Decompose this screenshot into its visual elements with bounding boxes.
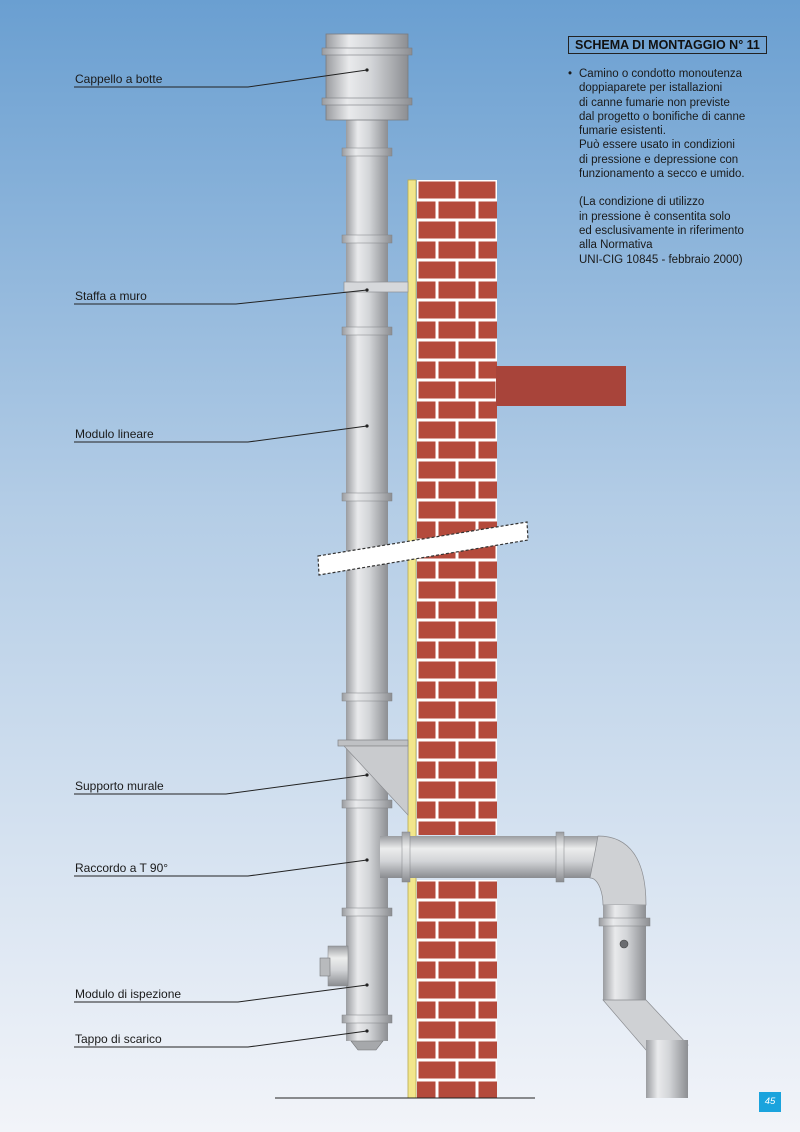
leader-lines — [74, 69, 368, 1048]
label-modulo-lineare: Modulo lineare — [75, 427, 154, 441]
leader-dots — [365, 68, 369, 1033]
label-staffa: Staffa a muro — [75, 289, 147, 303]
label-raccordo: Raccordo a T 90° — [75, 861, 169, 875]
note-line: in pressione è consentita solo — [579, 210, 731, 223]
desc-line: doppiaparete per istallazioni — [579, 82, 723, 95]
inspection-module — [319, 945, 349, 987]
wall-section-break — [317, 521, 529, 576]
label-tappo: Tappo di scarico — [75, 1032, 162, 1046]
note-line: (La condizione di utilizzo — [579, 196, 705, 209]
desc-line: funzionamento a secco e umido. — [579, 168, 745, 181]
wall-bracket — [343, 281, 409, 293]
desc-line: Camino o condotto monoutenza — [579, 68, 743, 80]
insulation-layer — [407, 179, 417, 1099]
wall-support — [337, 739, 409, 816]
note-line: UNI-CIG 10845 - febbraio 2000) — [579, 253, 743, 266]
page-number: 45 — [759, 1092, 781, 1112]
desc-line: dal progetto o bonifiche di canne — [579, 110, 746, 123]
tee-90-fitting — [380, 831, 689, 1098]
desc-line: di canne fumarie non previste — [579, 96, 730, 109]
label-ispezione: Modulo di ispezione — [75, 987, 182, 1001]
description-block: • Camino o condotto monoutenza doppiapar… — [568, 67, 793, 267]
note-line: ed esclusivamente in riferimento — [579, 224, 744, 237]
schema-title: SCHEMA DI MONTAGGIO N° 11 — [568, 36, 767, 54]
description-text: Camino o condotto monoutenza doppiaparet… — [579, 67, 793, 267]
bullet-marker: • — [568, 68, 573, 80]
desc-line: di pressione e depressione con — [579, 153, 739, 166]
desc-line: Può essere usato in condizioni — [579, 139, 735, 152]
note-line: alla Normativa — [579, 239, 653, 252]
label-supporto: Supporto murale — [75, 779, 164, 793]
brick-wall — [417, 180, 626, 1098]
main-flue-pipe — [341, 116, 393, 1051]
label-cappello: Cappello a botte — [75, 72, 163, 86]
desc-line: fumarie esistenti. — [579, 125, 666, 138]
barrel-cap — [321, 33, 413, 121]
